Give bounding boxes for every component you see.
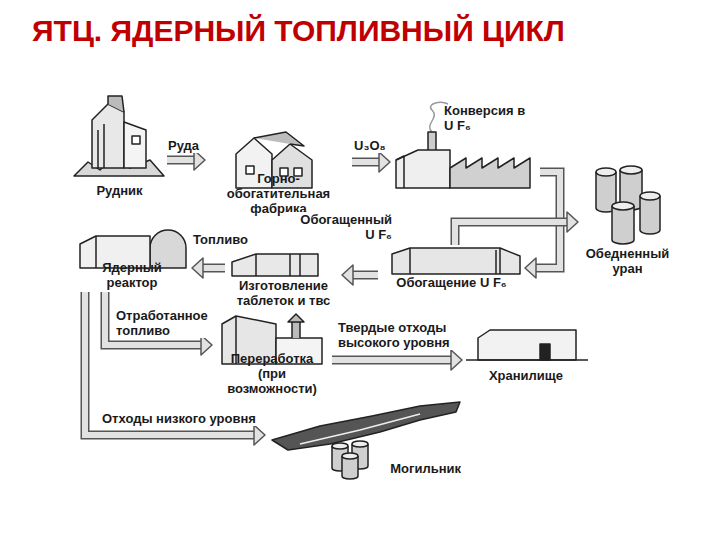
flow-label: Обогащенный U F₆ (286, 212, 394, 242)
flow-label: Твердые отходы высокого уровня (336, 320, 464, 350)
flow-label: Отходы низкого уровня (100, 411, 258, 426)
flow-arrow (332, 350, 462, 370)
facility-label: Горно-обогатительная фабрика (208, 171, 349, 216)
repository-ground (300, 414, 420, 444)
facility-label: Изготовление таблеток и твс (228, 278, 339, 308)
fabrication-wall (256, 254, 300, 276)
facility-node: Обогащение U F₆ (378, 245, 525, 292)
facility-node: Хранилище (462, 325, 590, 385)
uranium-cylinders (596, 166, 660, 244)
plant-roof (254, 132, 304, 146)
facility-node: Горно-обогатительная фабрика (205, 130, 352, 218)
conversion-wall (396, 156, 404, 188)
storage-building (478, 330, 576, 360)
flow-arrow (455, 212, 578, 245)
flow-arrow (352, 152, 390, 172)
reactor-wall (95, 236, 97, 268)
mine-window (132, 136, 140, 144)
reprocessing-tower (288, 314, 304, 338)
fabrication-building (232, 254, 318, 276)
facility-node: Рудник (72, 95, 167, 200)
flow-label: U₃O₈ (352, 138, 388, 153)
facility-node: Ядерный реактор (72, 225, 192, 292)
facility-node: Переработка (при возможности) (212, 312, 332, 398)
facility-label: Переработка (при возможности) (215, 351, 329, 396)
repository-trench (272, 402, 460, 450)
flow-arrow (167, 150, 205, 170)
flow-arrow (342, 265, 378, 285)
page-title: ЯТЦ. ЯДЕРНЫЙ ТОПЛИВНЫЙ ЦИКЛ (32, 14, 565, 48)
plant-window (246, 166, 254, 174)
facility-node: Изготовление таблеток и твс (225, 250, 342, 310)
facility-label: Хранилище (489, 368, 563, 383)
enrichment-wall (410, 248, 500, 274)
mine-shaft (98, 124, 104, 168)
conversion-shed (450, 158, 530, 188)
flow-arrow (192, 258, 225, 278)
mine-building (124, 122, 146, 168)
facility-node: Конверсия в U F₆ (390, 95, 540, 190)
facility-label: Рудник (96, 183, 142, 198)
mine-tower (92, 104, 124, 168)
flow-label: Топливо (191, 232, 250, 247)
facility-label: Ядерный реактор (75, 260, 189, 290)
facility-label: Обогащение U F₆ (396, 275, 506, 290)
waste-barrels (332, 441, 368, 479)
enrichment-building (392, 248, 520, 274)
storage-door (540, 344, 550, 360)
flow-label: Руда (166, 138, 201, 153)
facility-node: Могильник (265, 400, 465, 478)
facility-label: Конверсия в U F₆ (444, 103, 536, 133)
storage-ground (466, 359, 588, 361)
flow-label: Отработанное топливо (114, 308, 214, 338)
conversion-building (396, 150, 450, 188)
facility-label: Могильник (390, 461, 461, 476)
mine-tower (108, 96, 124, 112)
facility-node: Обедненный уран (578, 158, 677, 278)
flow-arrow (85, 292, 265, 445)
facility-label: Обедненный уран (581, 246, 674, 276)
